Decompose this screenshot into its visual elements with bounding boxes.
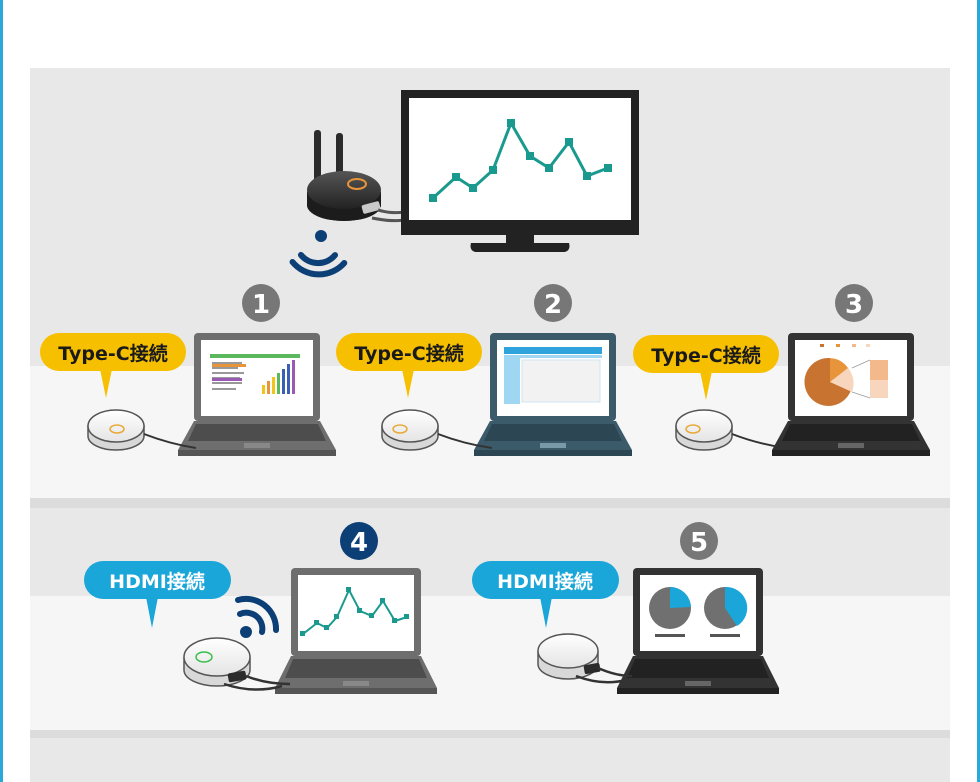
svg-text:1: 1: [252, 290, 270, 320]
laptop-icon: [617, 568, 779, 694]
svg-text:HDMI接続: HDMI接続: [497, 570, 593, 593]
svg-text:2: 2: [544, 290, 562, 320]
svg-text:Type-C接続: Type-C接続: [354, 342, 463, 365]
wireless-receiver-icon: [307, 130, 405, 223]
number-badge-1: 1: [242, 284, 280, 322]
laptop-icon: [474, 333, 632, 456]
svg-text:5: 5: [690, 528, 708, 558]
row-divider: [30, 730, 950, 738]
number-badge-3: 3: [835, 284, 873, 322]
svg-text:3: 3: [845, 290, 863, 320]
typec-callout-3: Type-C接続: [633, 335, 779, 400]
laptop-icon: [178, 333, 336, 456]
laptop-icon: [275, 568, 437, 694]
svg-text:4: 4: [350, 528, 368, 558]
svg-text:Type-C接続: Type-C接続: [651, 344, 760, 367]
dongle-icon: [537, 633, 633, 684]
typec-callout-1: Type-C接続: [40, 333, 186, 398]
number-badge-4: 4: [340, 522, 378, 560]
dongle-icon: [183, 637, 291, 691]
row-divider: [30, 498, 950, 508]
svg-text:Type-C接続: Type-C接続: [58, 342, 167, 365]
dongle-icon: [87, 409, 197, 451]
wifi-icon: [235, 595, 280, 638]
number-badge-2: 2: [534, 284, 572, 322]
wifi-icon: [289, 230, 348, 278]
monitor-icon: [401, 90, 639, 252]
hdmi-callout-4: HDMI接続: [84, 561, 231, 628]
laptop-icon: [772, 333, 930, 456]
number-badge-5: 5: [680, 522, 718, 560]
typec-callout-2: Type-C接続: [336, 333, 482, 398]
svg-text:HDMI接続: HDMI接続: [109, 570, 205, 593]
dongle-icon: [381, 409, 493, 451]
bottom-panel: [30, 738, 950, 782]
dongle-icon: [675, 409, 787, 451]
hdmi-callout-5: HDMI接続: [472, 561, 619, 628]
